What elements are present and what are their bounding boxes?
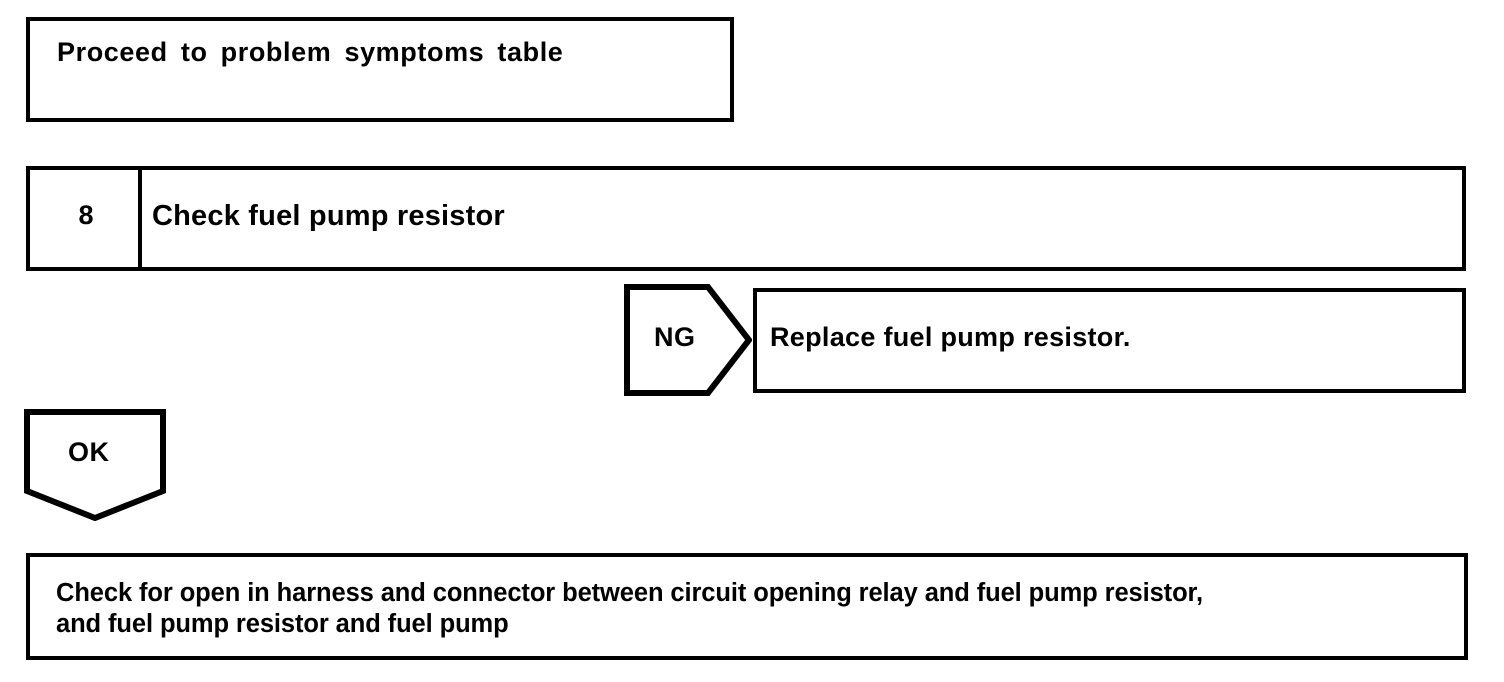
- step-8-label: Check fuel pump resistor: [152, 200, 505, 232]
- proceed-box: [26, 17, 734, 122]
- step-8-box: [26, 166, 1466, 271]
- harness-check-line-2: and fuel pump resistor and fuel pump: [56, 610, 509, 639]
- harness-check-box: [26, 553, 1468, 660]
- ng-arrow-shape: [624, 284, 752, 396]
- step-8-number: 8: [78, 200, 94, 230]
- harness-check-label: Check for open in harness and connector …: [56, 578, 1203, 640]
- harness-check-line-1: Check for open in harness and connector …: [56, 579, 1203, 607]
- ok-arrow-label: OK: [68, 437, 110, 467]
- ng-arrow-label: NG: [654, 322, 696, 352]
- proceed-box-label: Proceed to problem symptoms table: [57, 37, 564, 67]
- ok-arrow-shape: [24, 409, 166, 521]
- step-8-divider: [138, 166, 142, 271]
- replace-box-label: Replace fuel pump resistor.: [770, 322, 1131, 352]
- replace-box: [753, 288, 1466, 393]
